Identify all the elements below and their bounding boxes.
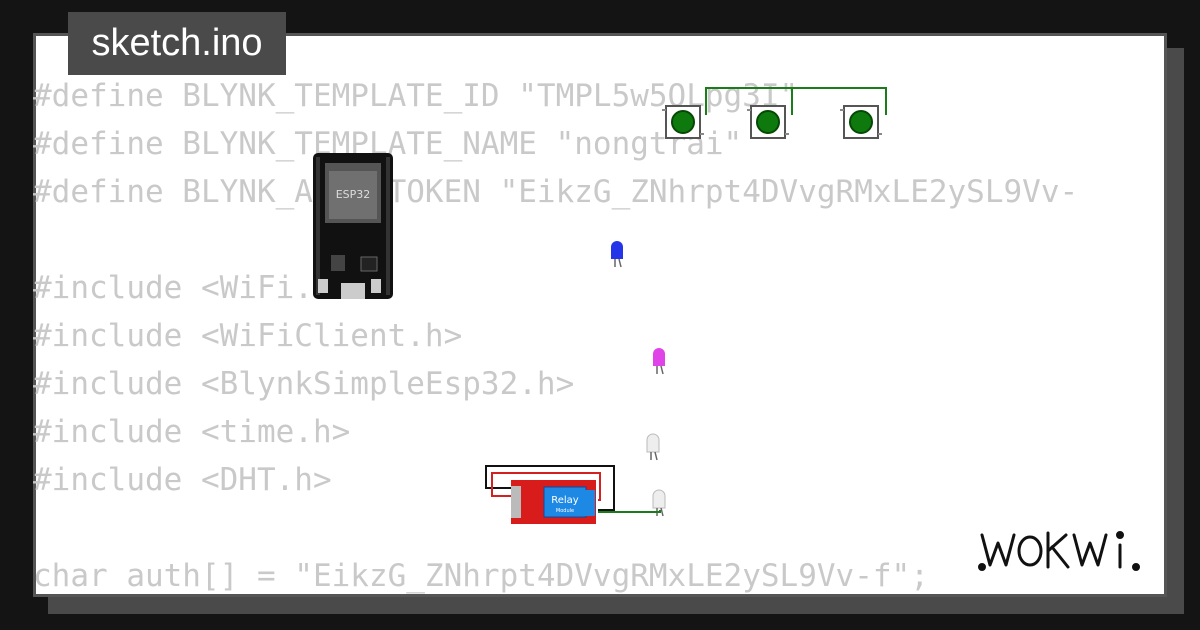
- code-line: #include <DHT.h>: [33, 462, 332, 498]
- relay-module[interactable]: Relay Module: [511, 480, 596, 524]
- push-button-2[interactable]: [747, 105, 789, 139]
- code-preview: #define BLYNK_TEMPLATE_ID "TMPL5w5QLpg3I…: [33, 72, 1078, 600]
- push-button-3[interactable]: [840, 105, 882, 139]
- wokwi-logo-mark: [978, 531, 1140, 571]
- esp32-board[interactable]: ESP32: [313, 153, 393, 299]
- wokwi-logo: [978, 525, 1150, 575]
- code-line: char auth[] = "EikzG_ZNhrpt4DVvgRMxLE2yS…: [33, 558, 929, 594]
- code-preview-card: [33, 33, 1167, 597]
- push-button-1[interactable]: [662, 105, 704, 139]
- led-white-1[interactable]: [646, 433, 660, 461]
- esp32-label: ESP32: [336, 188, 371, 201]
- code-line: #include <time.h>: [33, 414, 351, 450]
- relay-wires: [485, 465, 661, 513]
- relay-label: Relay: [551, 495, 579, 506]
- led-blue[interactable]: [611, 241, 623, 268]
- right-mask: [1167, 48, 1184, 614]
- code-line: #include <WiFiClient.h>: [33, 318, 463, 354]
- file-name-tab[interactable]: sketch.ino: [68, 12, 286, 75]
- code-line: #include <BlynkSimpleEsp32.h>: [33, 366, 575, 402]
- bottom-shadow-strip: [48, 597, 1184, 614]
- relay-sub-label: Module: [556, 508, 574, 514]
- led-purple[interactable]: [653, 348, 665, 375]
- button-wires: [705, 87, 887, 115]
